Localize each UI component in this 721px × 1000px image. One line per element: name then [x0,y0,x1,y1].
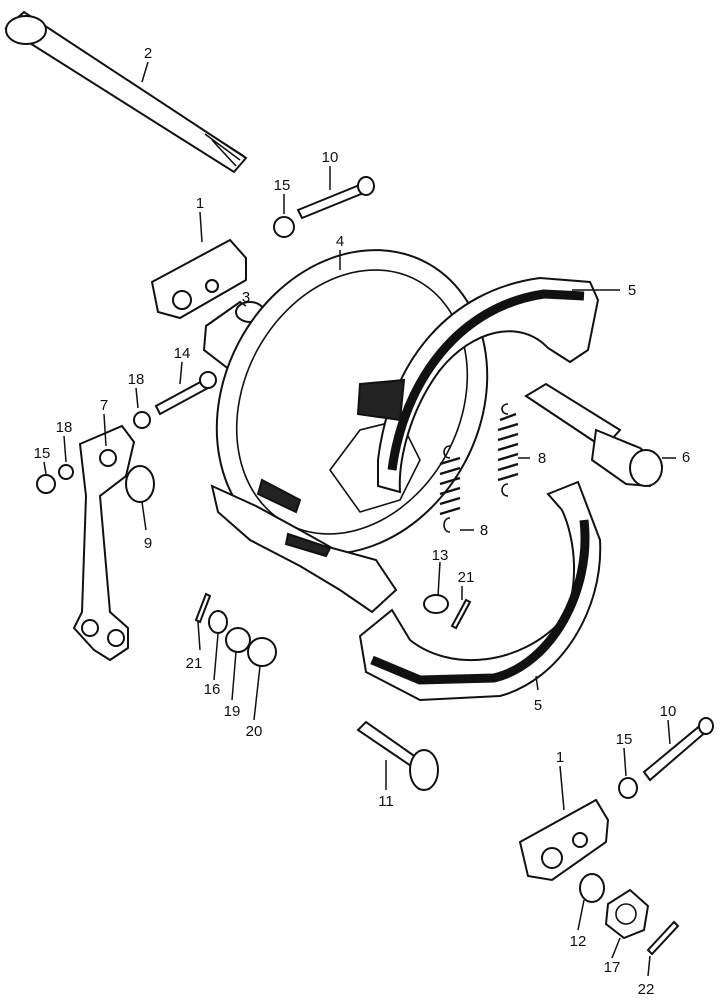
washer-19-part [225,627,251,653]
callout-14: 14 [174,345,191,362]
callout-8-upper: 8 [538,450,546,467]
shoe-link-upper-part [150,238,247,320]
spring-lower-part [439,445,461,533]
brake-shoe-upper-part [356,276,600,494]
callout-10-upper: 10 [322,149,339,166]
nut-15-lower-part [618,777,638,799]
callout-15-upper: 15 [274,177,291,194]
cotter-pin-21-left-part [194,592,212,624]
cotter-pin-21-center-part [450,598,472,630]
callout-21-center: 21 [458,569,475,586]
nut-15-left-part [36,474,56,494]
nut-16-part [208,610,228,634]
leader-lines [43,61,676,977]
callout-13: 13 [432,547,449,564]
callout-15-left: 15 [34,445,51,462]
washer-13-part [423,594,449,614]
shoe-link-lower-part [518,798,610,882]
callout-7: 7 [100,397,108,414]
callout-18-left: 18 [56,419,73,436]
cotter-pin-22-part [646,920,680,956]
callout-22: 22 [638,981,655,998]
brake-arm-part [72,424,136,662]
callout-5-upper: 5 [628,282,636,299]
callout-15-lower: 15 [616,731,633,748]
cam-shaft-part [524,382,664,488]
callout-1-upper: 1 [196,195,204,212]
callout-18-upper: 18 [128,371,145,388]
washer-18-left-part [58,464,74,480]
bolt-lower-part [642,717,714,782]
washer-9-part [125,465,155,503]
washer-18-upper-part [133,411,151,429]
brake-panel-part [210,249,489,614]
washer-20-part [247,637,277,667]
callout-5-lower: 5 [534,697,542,714]
callout-9: 9 [144,535,152,552]
callout-12: 12 [570,933,587,950]
bolt-upper-part [296,176,375,220]
bolt-14-part [154,371,217,416]
callout-8-lower: 8 [480,522,488,539]
callout-10-lower: 10 [660,703,677,720]
callout-20: 20 [246,723,263,740]
callout-4: 4 [336,233,344,250]
spring-upper-part [497,403,519,497]
brake-shoe-lower-part [358,480,602,702]
callout-19: 19 [224,703,241,720]
callout-16: 16 [204,681,221,698]
callout-labels: 2 10 15 1 3 4 5 6 8 8 14 18 7 18 15 9 13… [34,45,691,998]
callout-1-lower: 1 [556,749,564,766]
anchor-pin-11-part [356,720,439,791]
castle-nut-17-part [604,888,650,940]
callout-6: 6 [682,449,690,466]
callout-17: 17 [604,959,621,976]
callout-2: 2 [144,45,152,62]
axle-part [4,10,248,174]
callout-21-left: 21 [186,655,203,672]
nut-upper-part [273,216,295,238]
callout-11: 11 [378,793,394,810]
callout-3: 3 [242,289,250,306]
washer-12-part [579,873,605,903]
